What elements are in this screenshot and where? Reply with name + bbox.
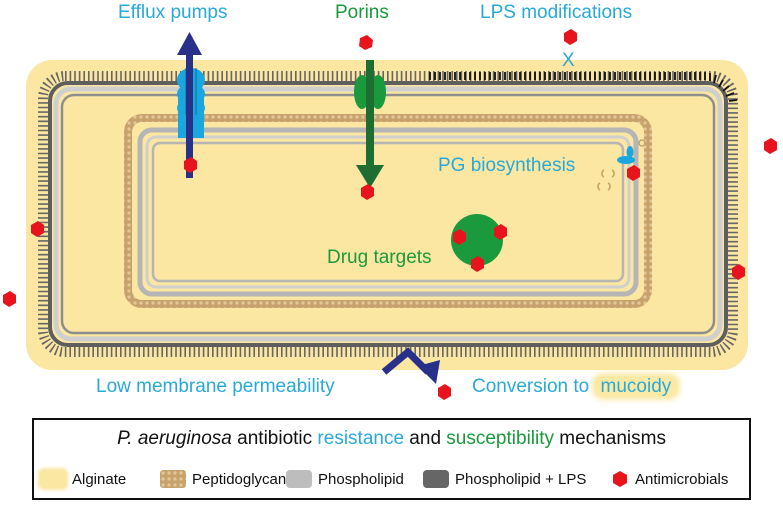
pg-precursor-icon: [597, 169, 615, 191]
outer-membrane-inner-leaflet: [53, 86, 723, 342]
permeability-bounce-arrow-icon: [381, 347, 440, 384]
legend-title-resistance: resistance: [317, 428, 405, 449]
pg-enzyme-icon: [617, 139, 646, 164]
drug-target-icon: [451, 214, 503, 266]
legend-item-phospholipid-lps: Phospholipid + LPS: [423, 468, 586, 490]
antimicrobial-icon: [732, 264, 745, 280]
species-name: P. aeruginosa: [117, 428, 232, 449]
antimicrobial-icon: [359, 35, 373, 50]
legend-item-phospholipid: Phospholipid: [286, 468, 404, 490]
peptidoglycan-layer: [124, 114, 652, 308]
efflux-pumps-label: Efflux pumps: [118, 2, 228, 23]
inner-membrane: [137, 127, 639, 297]
legend-label-peptidoglycan: Peptidoglycan: [192, 470, 287, 488]
legend-label-phospholipid: Phospholipid: [318, 470, 404, 488]
legend-item-antimicrobials: Antimicrobials: [611, 468, 728, 490]
low-membrane-permeability-label: Low membrane permeability: [96, 376, 335, 397]
legend-label-antimicrobials: Antimicrobials: [635, 470, 729, 488]
inner-membrane-inner-leaflet: [145, 135, 631, 289]
alginate-swatch: [40, 470, 66, 488]
mucoidy-text: mucoidy: [594, 376, 678, 397]
legend-title-end: mechanisms: [554, 428, 666, 449]
legend-label-phospholipid-lps: Phospholipid + LPS: [455, 470, 587, 488]
porin-arrow-icon: [356, 60, 384, 188]
drug-targets-label: Drug targets: [327, 247, 432, 268]
porins-label: Porins: [335, 2, 389, 23]
lps-modification-ticks: [429, 72, 738, 102]
antimicrobial-icon: [184, 157, 197, 173]
lps-modifications-label: LPS modifications: [480, 2, 633, 23]
pg-biosynthesis-label: PG biosynthesis: [438, 155, 576, 176]
legend-label-alginate: Alginate: [72, 470, 127, 488]
antimicrobial-icon: [564, 29, 577, 45]
outer-membrane: [48, 81, 728, 347]
phospholipid-swatch: [286, 470, 312, 488]
legend-item-alginate: Alginate: [40, 468, 126, 490]
conversion-text: Conversion to: [472, 376, 590, 397]
antimicrobial-icon: [438, 384, 451, 400]
outer-membrane-edge: [60, 93, 716, 335]
legend-title-susceptibility: susceptibility: [446, 428, 555, 449]
antimicrobial-icon: [31, 221, 44, 237]
alginate-layer: [26, 60, 748, 370]
legend: P. aeruginosa antibiotic resistance and …: [32, 418, 751, 500]
efflux-arrow-icon: [177, 32, 202, 178]
conversion-label: Conversion to mucoidy: [472, 376, 678, 398]
antimicrobial-icon: [627, 165, 640, 181]
antimicrobial-icon: [494, 224, 507, 240]
legend-title-text: antibiotic: [231, 428, 318, 449]
antimicrobial-icon: [361, 184, 374, 200]
antimicrobial-icon: [453, 229, 466, 245]
antimicrobial-swatch-icon: [613, 471, 627, 487]
antimicrobials: [3, 29, 777, 400]
phospholipid-lps-swatch: [423, 470, 449, 488]
lps-fringe: [38, 71, 738, 357]
legend-title: P. aeruginosa antibiotic resistance and …: [34, 428, 749, 450]
lps-x-mark: X: [562, 50, 575, 71]
inner-membrane-edge: [151, 141, 625, 283]
peptidoglycan-swatch: [160, 470, 186, 488]
antimicrobial-icon: [471, 256, 484, 272]
legend-title-and: and: [404, 428, 447, 449]
legend-item-peptidoglycan: Peptidoglycan: [160, 468, 286, 490]
antimicrobial-icon: [764, 138, 777, 154]
antimicrobial-icon: [3, 291, 16, 307]
